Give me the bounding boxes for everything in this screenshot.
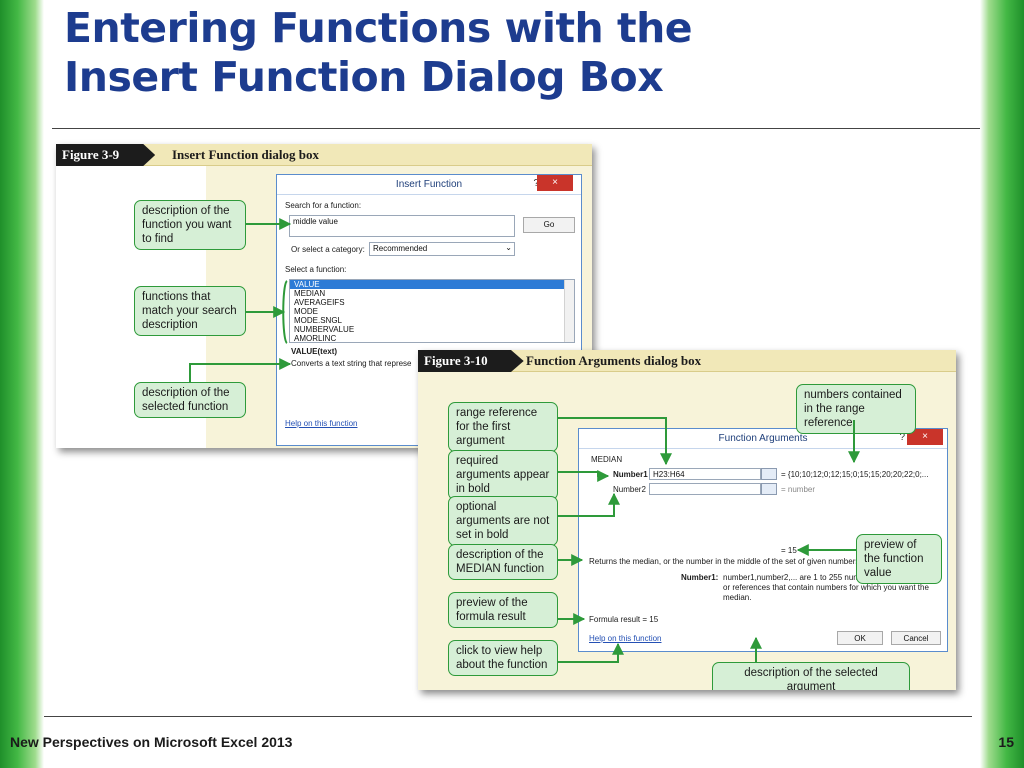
callout-formula-result-preview: preview of the formula result	[448, 592, 558, 628]
figure-header-bar	[418, 350, 956, 372]
function-item[interactable]: AVERAGEIFS	[294, 298, 345, 307]
select-function-label: Select a function:	[285, 265, 347, 274]
callout-view-help: click to view help about the function	[448, 640, 558, 676]
argument-number2-hint: = number	[781, 485, 816, 494]
function-name: MEDIAN	[591, 455, 623, 464]
function-item[interactable]: MODE	[294, 307, 318, 316]
callout-numbers-contained: numbers contained in the range reference	[796, 384, 916, 434]
ok-button[interactable]: OK	[837, 631, 883, 645]
argument-number1-values: = {10;10;12;0;12;15;0;15;15;20;20;22;0;.…	[781, 470, 929, 479]
function-item[interactable]: NUMBERVALUE	[294, 325, 355, 334]
argument-description-text: number1,number2,... are 1 to 255 numbers…	[723, 573, 940, 602]
dialog-title: Insert Function	[395, 179, 463, 190]
dialog-title: Function Arguments	[718, 433, 808, 444]
function-description: Returns the median, or the number in the…	[589, 557, 862, 566]
function-list[interactable]: VALUE MEDIAN AVERAGEIFS MODE MODE.SNGL N…	[289, 279, 575, 343]
function-item[interactable]: VALUE	[290, 280, 574, 289]
category-value: Recommended	[373, 244, 428, 253]
chevron-down-icon: ⌄	[505, 243, 512, 252]
help-icon[interactable]: ?	[533, 178, 539, 189]
callout-selected-argument: description of the selected argument	[712, 662, 910, 690]
function-item[interactable]: MODE.SNGL	[294, 316, 343, 325]
argument-description-label: Number1:	[681, 573, 719, 582]
page-number: 15	[998, 734, 1014, 750]
footer-divider	[44, 716, 972, 717]
slide-title: Entering Functions with the Insert Funct…	[64, 4, 693, 101]
list-scrollbar[interactable]	[564, 280, 574, 342]
argument-number1-label: Number1	[613, 470, 648, 479]
cancel-button[interactable]: Cancel	[891, 631, 941, 645]
help-on-function-link[interactable]: Help on this function	[589, 634, 662, 643]
connector-line	[558, 642, 624, 663]
figure-3-10-panel: Figure 3-10 Function Arguments dialog bo…	[418, 350, 956, 690]
right-decorative-stripe	[980, 0, 1024, 768]
figure-caption: Function Arguments dialog box	[526, 353, 702, 368]
footer-course-title: New Perspectives on Microsoft Excel 2013	[10, 734, 293, 750]
argument-number2-label: Number2	[613, 485, 646, 494]
connector-bracket	[282, 280, 288, 344]
callout-range-reference: range reference for the first argument	[448, 402, 558, 452]
callout-selected-function: description of the selected function	[134, 382, 246, 418]
formula-result: Formula result = 15	[589, 615, 659, 624]
figure-label: Figure 3-10	[418, 350, 524, 372]
callout-matching-functions: functions that match your search descrip…	[134, 286, 246, 336]
figure-3-9-connectors	[189, 218, 292, 382]
function-item[interactable]: MEDIAN	[294, 289, 326, 298]
dialog-titlebar: Insert Function ? ×	[277, 175, 581, 195]
argument-number2-input[interactable]	[649, 483, 761, 495]
help-on-function-link[interactable]: Help on this function	[285, 419, 358, 428]
callout-function-value-preview: preview of the function value	[856, 534, 942, 584]
function-item[interactable]: AMORLINC	[294, 334, 337, 343]
selected-function-description: Converts a text string that represe	[291, 359, 412, 368]
function-preview-value: = 15	[781, 546, 797, 555]
figure-3-10-connectors	[558, 417, 860, 663]
connector-line	[558, 417, 672, 466]
close-icon[interactable]: ×	[537, 175, 573, 191]
help-icon[interactable]: ?	[899, 432, 905, 443]
connector-line	[189, 358, 292, 382]
title-divider	[52, 128, 980, 129]
callout-required-arguments: required arguments appear in bold	[448, 450, 558, 500]
callout-function-search: description of the function you want to …	[134, 200, 246, 250]
selected-function-signature: VALUE(text)	[291, 347, 338, 356]
argument-number1-input[interactable]: H23:H64	[649, 468, 761, 480]
category-label: Or select a category:	[291, 245, 365, 254]
category-select[interactable]: Recommended ⌄	[369, 242, 515, 256]
callout-median-description: description of the MEDIAN function	[448, 544, 558, 580]
go-button[interactable]: Go	[523, 217, 575, 233]
figure-header-bar	[56, 144, 592, 166]
collapse-dialog-icon[interactable]	[761, 483, 777, 495]
connector-line	[558, 470, 610, 482]
left-decorative-stripe	[0, 0, 44, 768]
close-icon[interactable]: ×	[907, 429, 943, 445]
figure-label: Figure 3-9	[56, 144, 156, 166]
figure-caption: Insert Function dialog box	[172, 147, 319, 162]
collapse-dialog-icon[interactable]	[761, 468, 777, 480]
connector-line	[558, 492, 620, 517]
search-label: Search for a function:	[285, 201, 362, 210]
